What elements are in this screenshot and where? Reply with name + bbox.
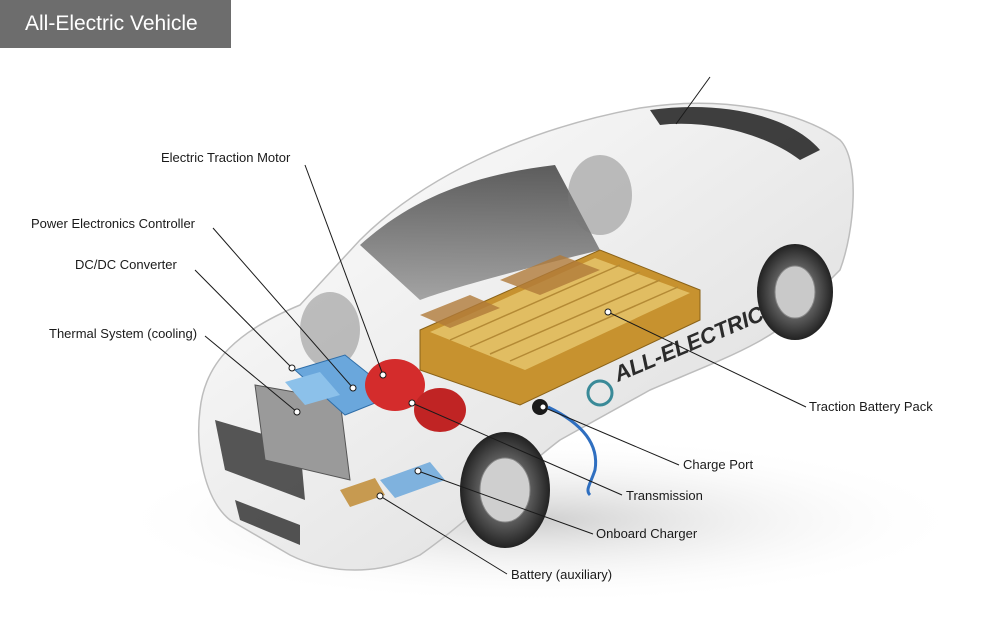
leader-transmission [411, 402, 623, 496]
leader-thermal [204, 335, 298, 413]
leader-traction-motor [304, 164, 384, 376]
leader-battery-pack [607, 311, 807, 408]
car-badge-logo [586, 379, 614, 407]
label-charge-port: Charge Port [683, 457, 754, 472]
lower-grille [235, 500, 300, 545]
leader-aux-battery [379, 495, 508, 575]
auxiliary-battery-unit [340, 478, 385, 507]
rear-window [650, 106, 820, 160]
diagram-title: All-Electric Vehicle [0, 0, 231, 48]
dcdc-converter-unit [285, 372, 340, 405]
label-electric-traction-motor: Electric Traction Motor [161, 150, 291, 165]
label-traction-battery-pack: Traction Battery Pack [809, 399, 933, 414]
leader-power-electronics [212, 227, 354, 389]
leader-onboard-charger [417, 470, 594, 535]
windshield [360, 165, 600, 300]
label-dcdc-converter: DC/DC Converter [75, 257, 177, 272]
leader-roof [675, 76, 711, 125]
label-battery-auxiliary: Battery (auxiliary) [511, 567, 613, 582]
leader-dcdc [194, 269, 293, 369]
onboard-charger-unit [380, 462, 445, 498]
rear-wheel [757, 244, 833, 340]
label-transmission: Transmission [626, 488, 703, 503]
label-onboard-charger: Onboard Charger [596, 526, 698, 541]
leader-lines [194, 76, 807, 575]
leader-dots [288, 308, 612, 500]
traction-battery-pack [419, 249, 701, 406]
label-power-electronics-controller: Power Electronics Controller [31, 216, 196, 231]
leader-charge-port [542, 406, 680, 466]
charge-cable [547, 405, 598, 497]
front-right-wheel [300, 292, 360, 368]
front-wheel [460, 432, 550, 548]
rear-left-wheel [568, 155, 632, 235]
label-thermal-system: Thermal System (cooling) [49, 326, 198, 341]
